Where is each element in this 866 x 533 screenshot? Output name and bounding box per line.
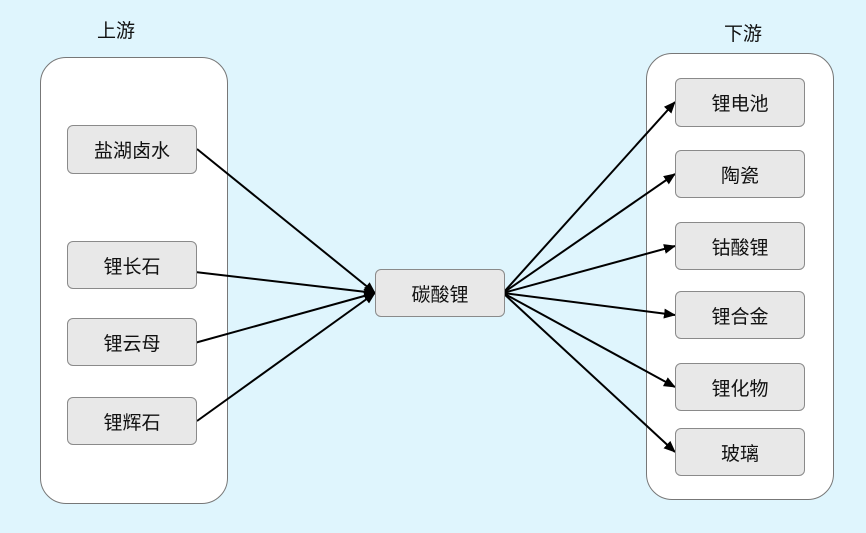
node-spodumene: 锂辉石 [67, 397, 197, 445]
downstream-label: 下游 [724, 23, 763, 45]
node-brine: 盐湖卤水 [67, 125, 197, 174]
arrow-u4-to-c [196, 292, 376, 422]
node-lithium-carbonate: 碳酸锂 [375, 269, 505, 317]
upstream-label: 上游 [97, 20, 136, 42]
arrow-u3-to-c [190, 291, 376, 345]
arrow-u1-to-c [196, 148, 376, 294]
node-glass: 玻璃 [675, 428, 805, 476]
arrow-c-to-d6 [502, 292, 676, 453]
arrow-u2-to-c [194, 271, 376, 297]
arrow-c-to-d2 [502, 173, 676, 294]
node-lithium-alloy: 锂合金 [675, 291, 805, 339]
node-lepidolite: 锂云母 [67, 318, 197, 366]
arrow-c-to-d5 [502, 292, 676, 388]
node-lithium-compound: 锂化物 [675, 363, 805, 411]
arrow-c-to-d4 [502, 292, 676, 319]
downstream-container [646, 53, 834, 500]
node-ceramics: 陶瓷 [675, 150, 805, 198]
arrow-c-to-d1 [502, 101, 676, 294]
node-lithium-cobalt-oxide: 钴酸锂 [675, 222, 805, 270]
node-lithium-battery: 锂电池 [675, 78, 805, 127]
arrow-c-to-d3 [502, 244, 676, 294]
node-lithium-feldspar: 锂长石 [67, 241, 197, 289]
